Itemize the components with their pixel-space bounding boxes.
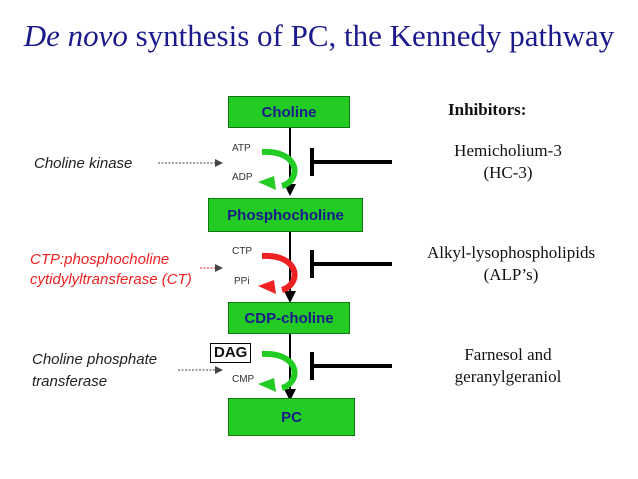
- inhibitor-hc3: Hemicholium-3 (HC-3): [408, 140, 608, 184]
- enzyme-ct-line2: cytidylyltransferase (CT): [30, 271, 192, 288]
- title-italic: De novo: [23, 18, 128, 53]
- box-pc: PC: [228, 398, 355, 436]
- inhibitor-alp: Alkyl-lysophospholipids (ALP’s): [398, 242, 624, 286]
- cofactor-dag: DAG: [210, 343, 252, 363]
- green-curved-arrow-step3: [261, 350, 298, 391]
- red-arrowhead-step2: [258, 280, 276, 294]
- box-cdp-choline: CDP-choline: [228, 302, 350, 334]
- enzyme-choline-kinase: Choline kinase: [34, 155, 133, 172]
- cofactor-cmp: CMP: [232, 374, 255, 385]
- inhibitor-farnesol-line1: Farnesol and: [464, 345, 552, 364]
- box-choline: Choline: [228, 96, 350, 128]
- inhibitor-alp-line1: Alkyl-lysophospholipids: [426, 243, 596, 262]
- inhibitor-alp-line2: (ALP’s): [483, 265, 539, 284]
- inhibitors-heading: Inhibitors:: [448, 100, 527, 119]
- inhibitor-farnesol: Farnesol and geranylgeraniol: [408, 344, 608, 388]
- main-arrowhead-step2: [284, 291, 296, 303]
- inhibitor-farnesol-line2: geranylgeraniol: [454, 367, 562, 386]
- cofactor-ppi: PPi: [234, 276, 250, 287]
- box-phosphocholine: Phosphocholine: [208, 198, 363, 232]
- green-arrowhead-step3: [258, 378, 276, 392]
- title-rest: synthesis of PC, the Kennedy pathway: [127, 18, 615, 53]
- red-curved-arrow-step2: [261, 252, 298, 293]
- green-curved-arrow-step1: [261, 148, 298, 189]
- enzyme-cpt-line1: Choline phosphate: [32, 351, 158, 368]
- enzyme-ct-line1: CTP:phosphocholine: [30, 251, 170, 268]
- cofactor-ctp: CTP: [232, 246, 252, 257]
- enzyme-cpt-line2: transferase: [32, 373, 108, 390]
- cofactor-atp: ATP: [232, 143, 251, 154]
- inhibitor-hc3-line1: Hemicholium-3: [454, 141, 562, 160]
- inhibitor-hc3-line2: (HC-3): [483, 163, 533, 182]
- green-arrowhead-step1: [258, 176, 276, 190]
- cofactor-adp: ADP: [232, 172, 253, 183]
- main-arrowhead-step3: [284, 389, 296, 401]
- page-title: De novo synthesis of PC, the Kennedy pat…: [0, 18, 638, 54]
